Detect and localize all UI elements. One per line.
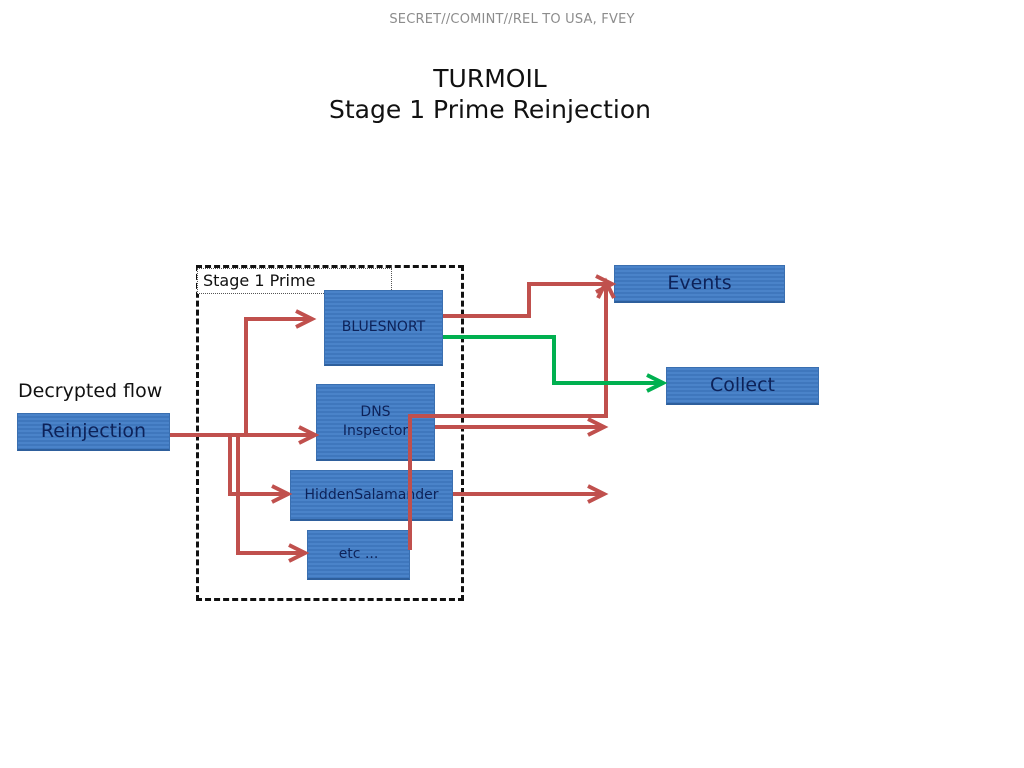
flow-to-bluesnort-arrow bbox=[244, 317, 310, 435]
flow-to-hidden-salamander-arrowhead bbox=[271, 484, 293, 504]
flow-to-bluesnort-arrowhead bbox=[295, 309, 317, 329]
events-label: Events bbox=[667, 272, 732, 294]
collect-box: Collect bbox=[666, 367, 819, 405]
etc-box: etc ... bbox=[307, 530, 410, 580]
decrypted-flow-label: Decrypted flow bbox=[18, 380, 163, 402]
hidden-salamander-output-arrowhead bbox=[587, 484, 609, 504]
etc-to-events-arrow bbox=[408, 284, 608, 550]
dns-output-arrowhead bbox=[587, 417, 609, 437]
flow-to-hidden-salamander-arrow bbox=[228, 435, 286, 496]
bluesnort-to-collect-arrow bbox=[443, 335, 661, 385]
page-title: TURMOIL bbox=[433, 64, 547, 93]
collect-label: Collect bbox=[709, 374, 776, 396]
stage-1-prime-label: Stage 1 Prime bbox=[197, 268, 392, 294]
reinjection-label: Reinjection bbox=[40, 420, 147, 442]
bluesnort-label: BLUESNORT bbox=[341, 319, 426, 335]
etc-label: etc ... bbox=[338, 546, 379, 562]
etc-to-events-arrowhead bbox=[596, 277, 616, 299]
reinjection-box: Reinjection bbox=[17, 413, 170, 451]
classification-banner: SECRET//COMINT//REL TO USA, FVEY bbox=[389, 12, 635, 27]
events-box: Events bbox=[614, 265, 785, 303]
bluesnort-to-collect-arrowhead bbox=[646, 373, 668, 393]
dns-inspector-label-line1: DNS bbox=[360, 404, 391, 420]
flow-to-etc-arrow bbox=[236, 435, 303, 555]
dns-inspector-box: DNS Inspector bbox=[316, 384, 435, 461]
hidden-salamander-label: HiddenSalamander bbox=[304, 486, 439, 503]
dns-inspector-label-line2: Inspector bbox=[342, 423, 409, 439]
flow-to-etc-arrowhead bbox=[288, 543, 310, 563]
bluesnort-box: BLUESNORT bbox=[324, 290, 443, 366]
bluesnort-to-events-arrow bbox=[443, 282, 610, 318]
flow-to-dns-arrowhead bbox=[298, 425, 320, 445]
hidden-salamander-box: HiddenSalamander bbox=[290, 470, 453, 521]
page-subtitle: Stage 1 Prime Reinjection bbox=[329, 95, 651, 124]
